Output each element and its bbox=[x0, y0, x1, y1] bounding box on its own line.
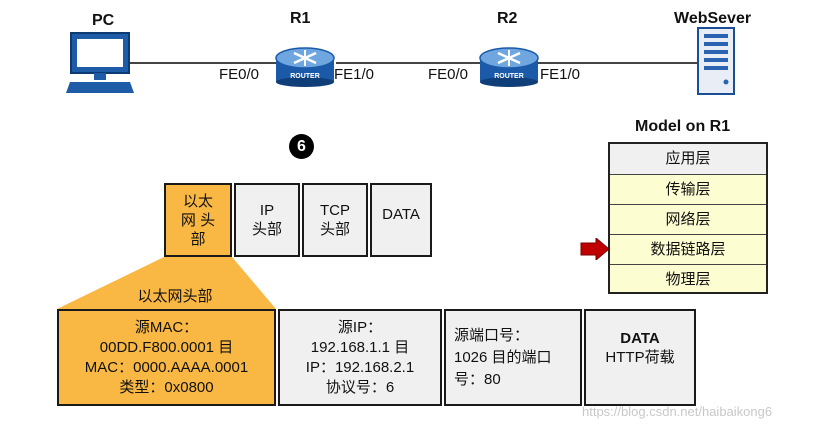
r1-label: R1 bbox=[290, 10, 311, 27]
detail-data-sub: HTTP荷载 bbox=[605, 349, 675, 366]
frame-data: DATA bbox=[370, 183, 432, 257]
frame-tcp-line: 头部 bbox=[319, 221, 350, 238]
detail-tcp-header: 源端口号： 1026 目的端口 号：80 bbox=[444, 309, 582, 406]
detail-ip-header: 源IP： 192.168.1.1 目 IP：192.168.2.1 协议号：6 bbox=[278, 309, 442, 406]
step-number: 6 bbox=[297, 138, 306, 155]
detail-eth-line: 00DD.F800.0001 目 bbox=[99, 338, 234, 356]
active-layer-arrow-icon bbox=[580, 236, 610, 265]
detail-tcp-line: 源端口号： bbox=[454, 326, 530, 344]
r2-port-in: FE0/0 bbox=[428, 66, 469, 83]
watermark: https://blog.csdn.net/haibaikong6 bbox=[582, 404, 773, 419]
detail-eth-line: 类型：0x0800 bbox=[119, 378, 214, 396]
layer-datalink: 数据链路层 bbox=[610, 234, 766, 264]
frame-eth-header: 以太 网 头 部 bbox=[164, 183, 232, 257]
detail-ip-line: IP：192.168.2.1 bbox=[305, 358, 415, 376]
frame-tcp-header: TCP 头部 bbox=[302, 183, 368, 257]
detail-eth-line: 源MAC： bbox=[134, 318, 199, 336]
detail-tcp-line: 1026 目的端口 bbox=[454, 348, 552, 366]
frame-data-label: DATA bbox=[382, 206, 420, 223]
r1-port-out: FE1/0 bbox=[334, 66, 375, 83]
zoom-title: 以太网头部 bbox=[137, 288, 213, 305]
router-r2-icon: ROUTER bbox=[478, 36, 540, 93]
frame-eth-line: 部 bbox=[190, 230, 206, 248]
detail-data-title: DATA bbox=[620, 330, 660, 347]
detail-ip-line: 192.168.1.1 目 bbox=[310, 338, 410, 356]
frame-tcp-line: TCP bbox=[320, 202, 350, 219]
layer-physical: 物理层 bbox=[610, 264, 766, 292]
r2-label: R2 bbox=[497, 10, 518, 27]
server-icon bbox=[696, 26, 736, 101]
layer-network: 网络层 bbox=[610, 204, 766, 234]
svg-text:ROUTER: ROUTER bbox=[290, 73, 320, 80]
layer-transport: 传输层 bbox=[610, 174, 766, 204]
detail-ip-line: 协议号：6 bbox=[325, 378, 395, 396]
router-r1-icon: ROUTER bbox=[274, 36, 336, 93]
frame-eth-line: 网 头 bbox=[180, 211, 216, 229]
r2-port-out: FE1/0 bbox=[540, 66, 581, 83]
pc-label: PC bbox=[92, 12, 115, 29]
detail-tcp-line: 号：80 bbox=[454, 370, 501, 388]
pc-icon bbox=[64, 30, 136, 101]
link-r1-r2 bbox=[336, 62, 484, 64]
detail-eth-header: 源MAC： 00DD.F800.0001 目 MAC：0000.AAAA.000… bbox=[57, 309, 276, 406]
model-title: Model on R1 bbox=[635, 118, 731, 135]
frame-ip-line: 头部 bbox=[251, 221, 282, 238]
frame-ip-header: IP 头部 bbox=[234, 183, 300, 257]
server-label: WebSever bbox=[674, 10, 752, 27]
layer-application: 应用层 bbox=[610, 144, 766, 174]
link-r2-server bbox=[538, 62, 698, 64]
svg-text:ROUTER: ROUTER bbox=[494, 73, 524, 80]
frame-eth-line: 以太 bbox=[182, 192, 213, 210]
detail-eth-line: MAC：0000.AAAA.0001 bbox=[84, 358, 249, 376]
detail-ip-line: 源IP： bbox=[337, 318, 383, 336]
frame-ip-line: IP bbox=[259, 202, 275, 219]
link-pc-r1 bbox=[130, 62, 280, 64]
step-badge: 6 bbox=[289, 134, 314, 159]
detail-data: DATA HTTP荷载 bbox=[584, 309, 696, 406]
r1-port-in: FE0/0 bbox=[219, 66, 260, 83]
